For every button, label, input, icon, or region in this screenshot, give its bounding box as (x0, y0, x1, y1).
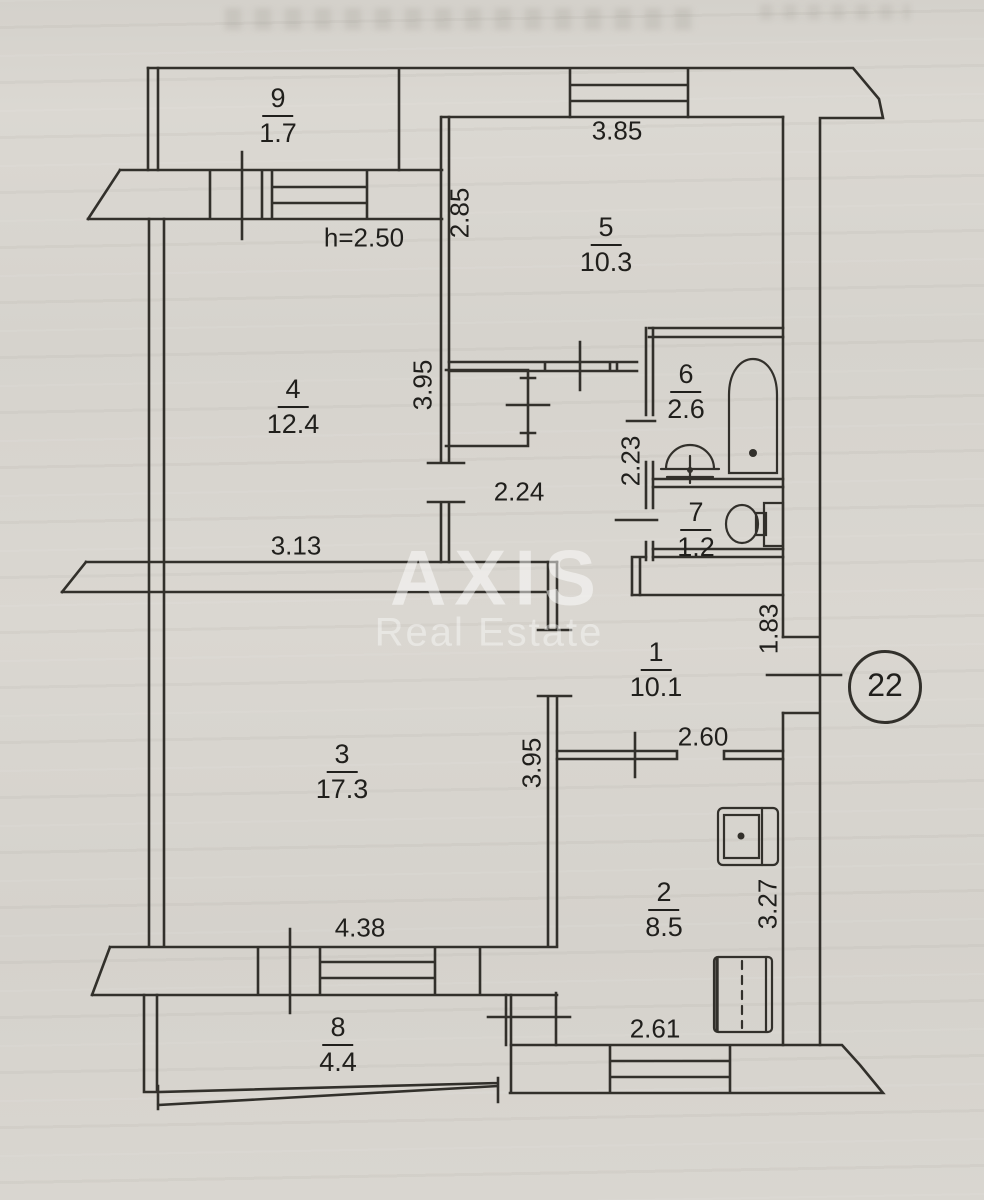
bathtub-icon (727, 357, 779, 475)
fridge-icon (712, 955, 774, 1034)
window-room3 (90, 927, 559, 1015)
entry-door (765, 635, 843, 715)
room-area: 1.7 (259, 118, 297, 149)
room-number: 7 (680, 497, 712, 532)
room-number: 3 (326, 739, 358, 774)
window-top (568, 67, 690, 119)
balcony-8-walls (142, 993, 500, 1111)
balcony-9-band (86, 168, 444, 221)
balcony-9-walls (146, 66, 401, 172)
room-area: 2.6 (667, 394, 705, 425)
dimension-entry-wall: 1.83 (753, 603, 784, 655)
room-number: 8 (322, 1012, 354, 1047)
unit-number-badge: 22 (848, 650, 922, 724)
dimension-top-window: 3.85 (591, 115, 643, 146)
room-number: 6 (670, 359, 702, 394)
ceiling-height-label: h=2.50 (323, 222, 405, 253)
closet (444, 368, 551, 448)
dimension-room2-height: 3.27 (752, 878, 783, 930)
room-number: 9 (262, 83, 294, 118)
room-4-label: 4 12.4 (266, 374, 320, 440)
room-area: 8.5 (645, 912, 683, 943)
room-7-label: 7 1.2 (677, 497, 715, 563)
dimension-room5-height: 2.85 (444, 187, 475, 239)
room-1-label: 1 10.1 (629, 637, 683, 703)
dimension-room4-width: 3.13 (270, 530, 322, 561)
fixtures (659, 357, 785, 1034)
room-6-label: 6 2.6 (667, 359, 705, 425)
room-number: 4 (277, 374, 309, 409)
room-2-label: 2 8.5 (645, 877, 683, 943)
dimension-bath-height: 2.23 (615, 435, 646, 487)
room-5-label: 5 10.3 (579, 212, 633, 278)
room-area: 10.3 (579, 247, 633, 278)
room-number: 1 (640, 637, 672, 672)
room-area: 4.4 (319, 1047, 357, 1078)
room-8-label: 8 4.4 (319, 1012, 357, 1078)
dimension-room2-width: 2.60 (677, 721, 729, 752)
room-area: 17.3 (315, 774, 369, 805)
dimension-room3-height: 3.95 (516, 737, 547, 789)
room-9-label: 9 1.7 (259, 83, 297, 149)
stove-icon (716, 806, 780, 867)
dimension-bottom-window: 2.61 (629, 1013, 681, 1044)
dimension-room3-width: 4.38 (334, 912, 386, 943)
sink-icon (659, 443, 721, 485)
room-area: 12.4 (266, 409, 320, 440)
dimension-room4-height: 3.95 (407, 359, 438, 411)
room-number: 5 (590, 212, 622, 247)
toilet-icon (724, 501, 785, 548)
room-number: 2 (648, 877, 680, 912)
dimension-hall-width: 2.24 (493, 476, 545, 507)
room-3-label: 3 17.3 (315, 739, 369, 805)
window-room2 (509, 1043, 822, 1094)
room-area: 1.2 (677, 532, 715, 563)
room-area: 10.1 (629, 672, 683, 703)
walls (60, 66, 886, 1111)
